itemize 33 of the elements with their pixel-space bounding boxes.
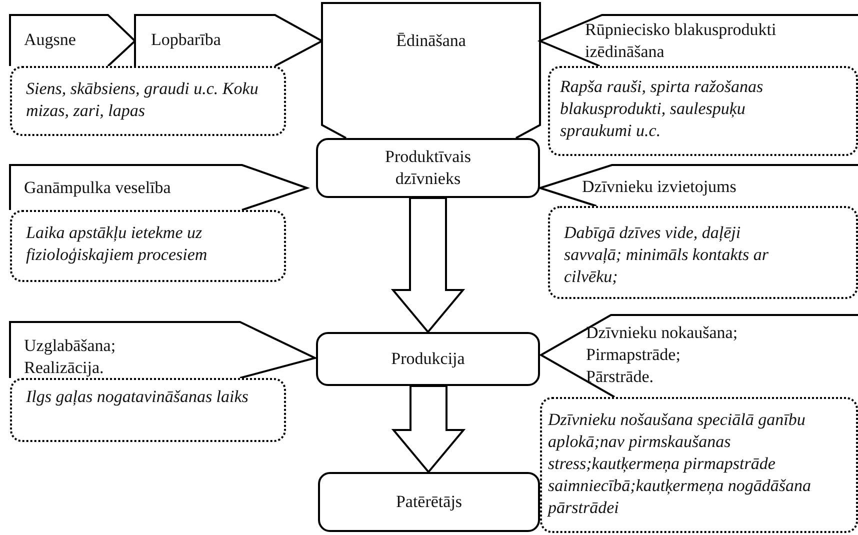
note-text: Dabīgā dzīves vide, daļēji savvaļā; minimāls kontakts ar cilvēku; [564, 222, 770, 288]
node-label: Produkcija [390, 348, 466, 370]
note-box [540, 397, 858, 533]
node-label: Ganāmpulka veselība [24, 177, 172, 199]
node-label: Dzīvnieku izvietojums [582, 176, 738, 198]
note-text: Siens, skābsiens, graudi u.c. Koku mizas, zari, lapas [26, 78, 260, 122]
block-arrow [391, 385, 466, 474]
node-label: Uzglabāšana; Realizācija. [24, 335, 117, 379]
note-text: Ilgs gaļas nogatavināšanas laiks [26, 386, 250, 408]
node-label: Produktīvais dzīvnieks [384, 146, 472, 190]
node-label: Rūpniecisko blakusprodukti izēdināšana [585, 19, 778, 63]
note-box [10, 210, 286, 282]
arrow-shape [10, 322, 315, 378]
note-text: Dzīvnieku nošaušana speciālā ganību aplokā;nav pirmskaušanas stress;kautķermeņa pirmapstrāde saimniecībā;kautķermeņa nogādāšana pārstrādei [548, 409, 812, 519]
node-label: Lopbarība [151, 29, 222, 51]
node-label: Dzīvnieku nokaušana; Pirmapstrāde; Pārstrāde. [586, 322, 739, 388]
process-box [316, 332, 540, 386]
process-box [316, 138, 540, 198]
arrow-shape [10, 15, 135, 66]
note-text: Rapša rauši, spirta ražošanas blakusprodukti, saulespuķu spraukumi u.c. [560, 76, 764, 142]
node-label: Augsne [24, 29, 77, 51]
arrow-shape [135, 15, 322, 66]
note-text: Laika apstākļu ietekme uz fizioloģiskajiem procesiem [26, 222, 208, 266]
process-box [318, 472, 540, 532]
arrow-shape [10, 165, 307, 210]
block-arrow [390, 197, 466, 334]
note-box [548, 66, 858, 156]
arrow-shape [541, 315, 858, 397]
arrow-shape [540, 165, 858, 206]
arrow-shape [540, 15, 858, 66]
node-label: Patērētājs [394, 491, 464, 513]
node-label: Ēdināšana [395, 30, 467, 52]
note-box [10, 378, 286, 442]
